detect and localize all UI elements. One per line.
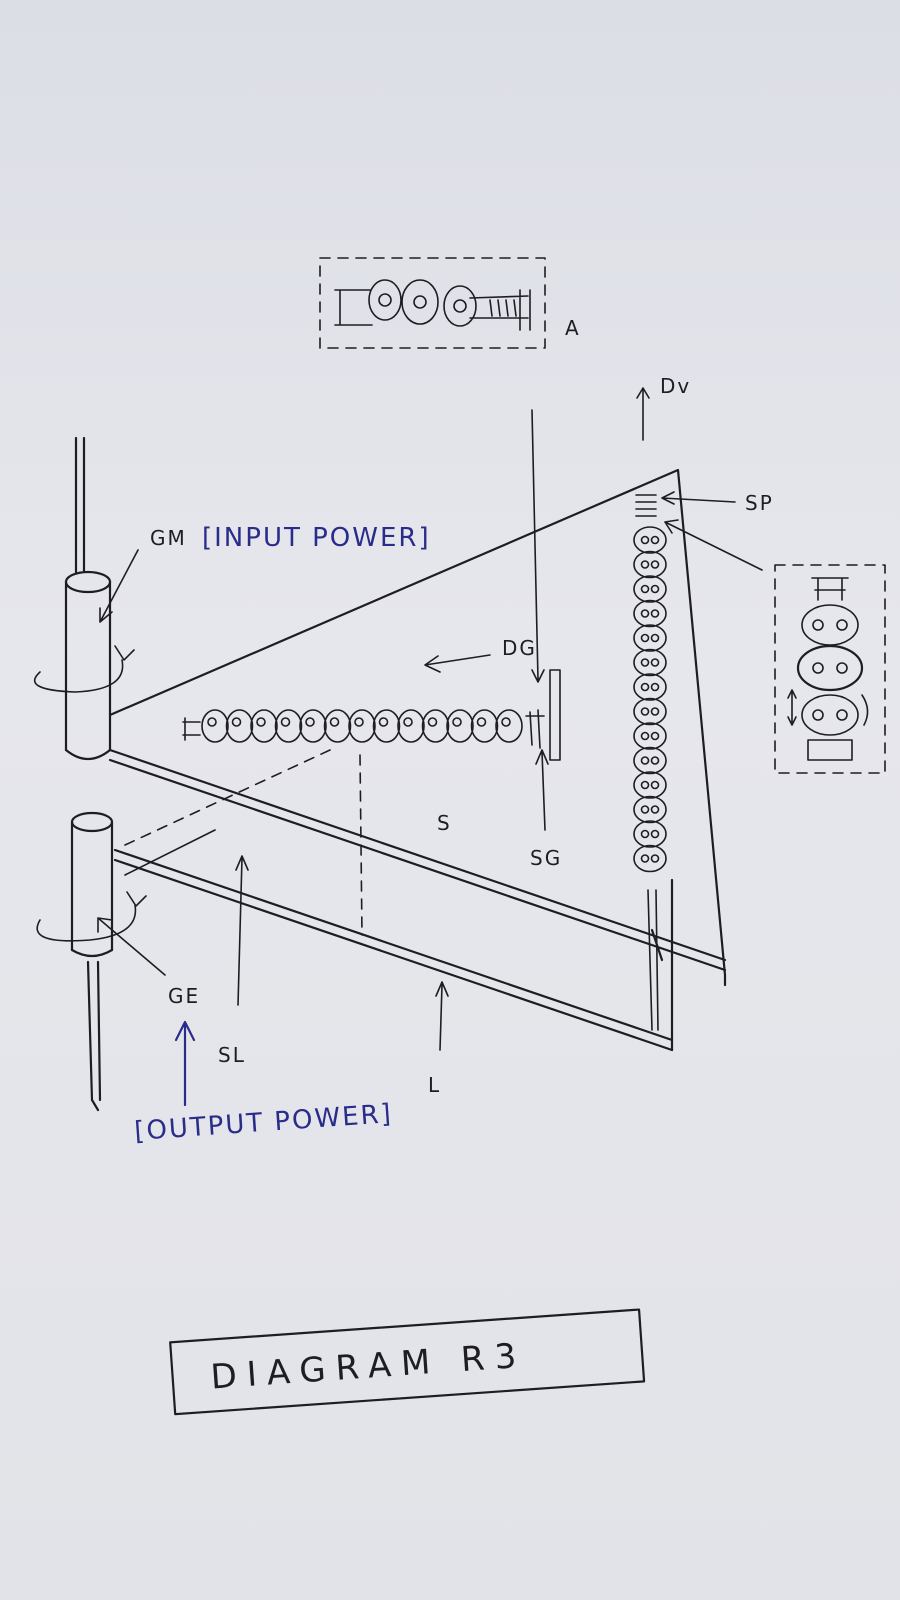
detail-right: [774, 564, 886, 774]
output-arrow: [174, 1020, 196, 1107]
chain-link: [633, 624, 667, 652]
chain-link: [397, 709, 425, 743]
dv-arrow: Dv: [636, 374, 691, 441]
chain-link: [470, 709, 499, 743]
label-input-power: [INPUT POWER]: [202, 523, 431, 553]
chain-sp: SP: [633, 491, 774, 1031]
title-box: DIAGRAM R3: [169, 1308, 646, 1416]
chain-link: [372, 709, 401, 743]
chain-link: [633, 550, 667, 579]
chain-link: [633, 673, 667, 701]
chain-link: [633, 697, 667, 726]
label-s: S: [437, 811, 452, 835]
chain-sp-links: [633, 526, 667, 873]
chain-link: [323, 709, 352, 743]
sg-arrow: SG: [530, 749, 562, 870]
chain-link: [633, 771, 667, 799]
detail-a-mechanism: [334, 279, 531, 331]
chain-link: [633, 599, 667, 628]
chain-link: [633, 746, 667, 775]
chain-link: [633, 526, 667, 554]
sl-arrow: SL: [218, 855, 249, 1067]
gm-pointer: [99, 549, 139, 623]
label-sg: SG: [530, 846, 562, 870]
ge-shaft: GE: [36, 811, 200, 1112]
sp-arrow: [661, 491, 736, 505]
sg-reference-line: [531, 409, 545, 683]
chain-link: [633, 722, 667, 750]
center-marker-line: [359, 754, 363, 936]
dg-arrow: [424, 654, 491, 673]
diagram-title: DIAGRAM R3: [209, 1336, 527, 1398]
detail-a-dashed-box: [319, 257, 546, 349]
lower-plate: [113, 749, 674, 1052]
chain-link: [633, 795, 667, 824]
label-a: A: [565, 316, 581, 340]
sp-detail-pointer: [664, 519, 763, 571]
label-gm: GM: [150, 526, 187, 550]
ge-rotation-arrow: [36, 891, 147, 942]
l-arrow: L: [428, 981, 449, 1097]
chain-link: [225, 709, 254, 743]
label-dg: DG: [502, 636, 537, 660]
chain-link: [633, 648, 667, 677]
label-l: L: [428, 1073, 441, 1097]
detail-right-dashed-box: [774, 564, 886, 774]
chain-link: [421, 709, 450, 743]
upper-plate: [108, 468, 727, 987]
gm-shaft: GM [INPUT POWER]: [34, 436, 431, 761]
chain-link: [299, 709, 327, 743]
chain-link: [633, 844, 667, 873]
label-sp: SP: [745, 491, 774, 515]
gm-rotation-arrow: [34, 645, 135, 693]
chain-link: [250, 709, 278, 743]
chain-link: [201, 709, 229, 743]
ge-pointer: [97, 917, 166, 976]
label-ge: GE: [168, 984, 200, 1008]
chain-link: [633, 575, 667, 603]
chain-dg: DG: [182, 636, 561, 761]
chain-link: [348, 709, 376, 743]
chain-link: [633, 820, 667, 848]
chain-dg-links: [201, 709, 523, 743]
chain-link: [274, 709, 303, 743]
label-output-power: [OUTPUT POWER]: [133, 1099, 393, 1147]
label-dv: Dv: [660, 374, 691, 398]
chain-link: [446, 709, 474, 743]
detail-a: A: [319, 257, 581, 349]
chain-link: [495, 709, 523, 743]
label-sl: SL: [218, 1043, 246, 1067]
